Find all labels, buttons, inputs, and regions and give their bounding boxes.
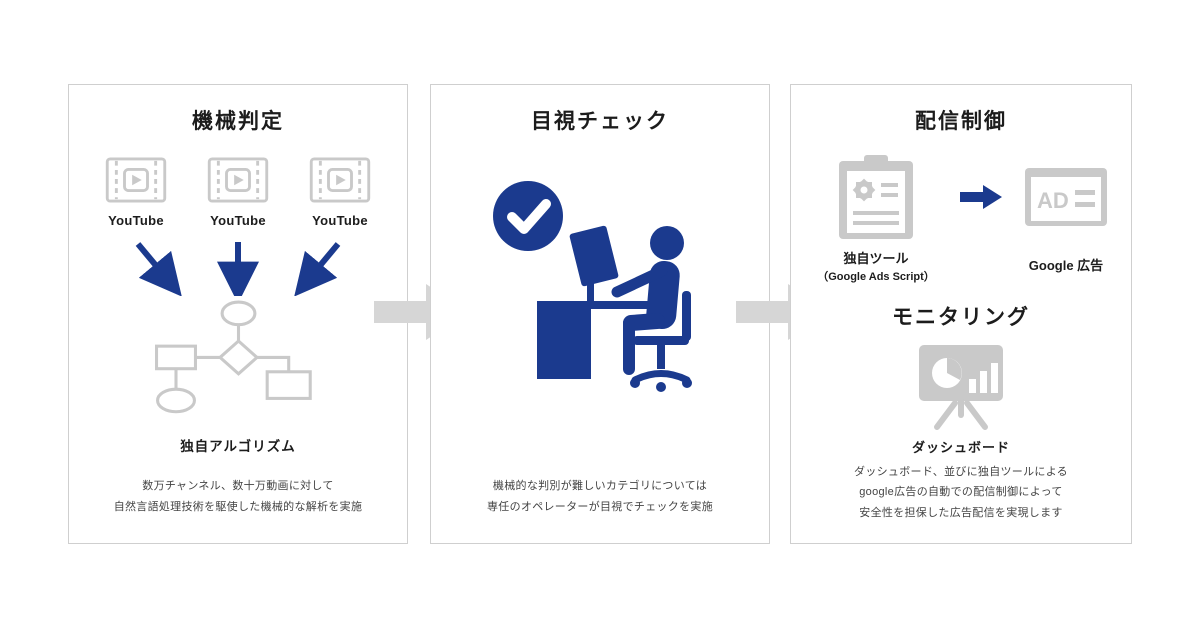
youtube-label: YouTube: [210, 213, 266, 228]
panel-delivery-control: 配信制御 AD 独自ツール: [790, 84, 1132, 544]
video-icon: [309, 157, 371, 203]
custom-tool-label-block: 独自ツール （Google Ads Script）: [796, 249, 956, 285]
dashboard-icon: [919, 345, 1003, 430]
tool-to-ad-arrow-column: [956, 184, 1006, 210]
clipboard-tool-icon: [837, 153, 915, 241]
youtube-label: YouTube: [108, 213, 164, 228]
description-line: 数万チャンネル、数十万動画に対して: [142, 480, 334, 493]
panel-title-visual-check: 目視チェック: [531, 110, 669, 133]
dashboard-label: ダッシュボード: [911, 440, 1010, 455]
description-line: google広告の自動での配信制御によって: [859, 486, 1063, 499]
custom-tool-column: [796, 153, 956, 241]
right-arrow-icon: [960, 185, 1002, 209]
youtube-source: YouTube: [196, 157, 280, 228]
panel-title-delivery-control: 配信制御: [915, 110, 1007, 133]
youtube-source: YouTube: [94, 157, 178, 228]
algorithm-label: 独自アルゴリズム: [180, 439, 296, 454]
description-line: 機械的な判別が難しいカテゴリについては: [492, 480, 708, 493]
operator-at-computer-icon: [492, 181, 692, 392]
flowchart-icon: [136, 298, 341, 423]
google-ads-column: AD: [1006, 166, 1126, 228]
monitoring-title: モニタリング: [892, 306, 1030, 329]
description-line: 専任のオペレーターが目視でチェックを実施: [487, 500, 713, 513]
youtube-source: YouTube: [298, 157, 382, 228]
custom-tool-label: 独自ツール: [843, 251, 909, 266]
description-line: ダッシュボード、並びに独自ツールによる: [854, 465, 1068, 478]
panel-description: 数万チャンネル、数十万動画に対して 自然言語処理技術を駆使した機械的な解析を実施: [69, 476, 407, 517]
video-icon: [105, 157, 167, 203]
description-line: 安全性を担保した広告配信を実現します: [859, 506, 1063, 519]
ad-icon-text: AD: [1037, 188, 1069, 213]
tools-row: AD: [796, 153, 1126, 241]
custom-tool-sublabel: （Google Ads Script）: [817, 270, 935, 283]
panel-title-machine-judgment: 機械判定: [192, 110, 284, 133]
panel-visual-check: 目視チェック: [430, 84, 770, 544]
panel-description: 機械的な判別が難しいカテゴリについては 専任のオペレーターが目視でチェックを実施: [431, 476, 769, 517]
youtube-label: YouTube: [312, 213, 368, 228]
description-line: 自然言語処理技術を駆使した機械的な解析を実施: [113, 500, 363, 513]
tools-labels-row: 独自ツール （Google Ads Script） Google 広告: [796, 249, 1126, 285]
video-icon: [207, 157, 269, 203]
panel-description: ダッシュボード、並びに独自ツールによる google広告の自動での配信制御によっ…: [791, 462, 1131, 523]
youtube-sources-row: YouTube YouTube YouTube: [94, 157, 382, 228]
ad-window-icon: AD: [1025, 168, 1107, 226]
converging-arrows-icon: [108, 238, 368, 296]
panel-machine-judgment: 機械判定 YouTube YouTube YouTube 独自アルゴリズム 数万…: [68, 84, 408, 544]
google-ads-label: Google 広告: [1028, 258, 1104, 273]
